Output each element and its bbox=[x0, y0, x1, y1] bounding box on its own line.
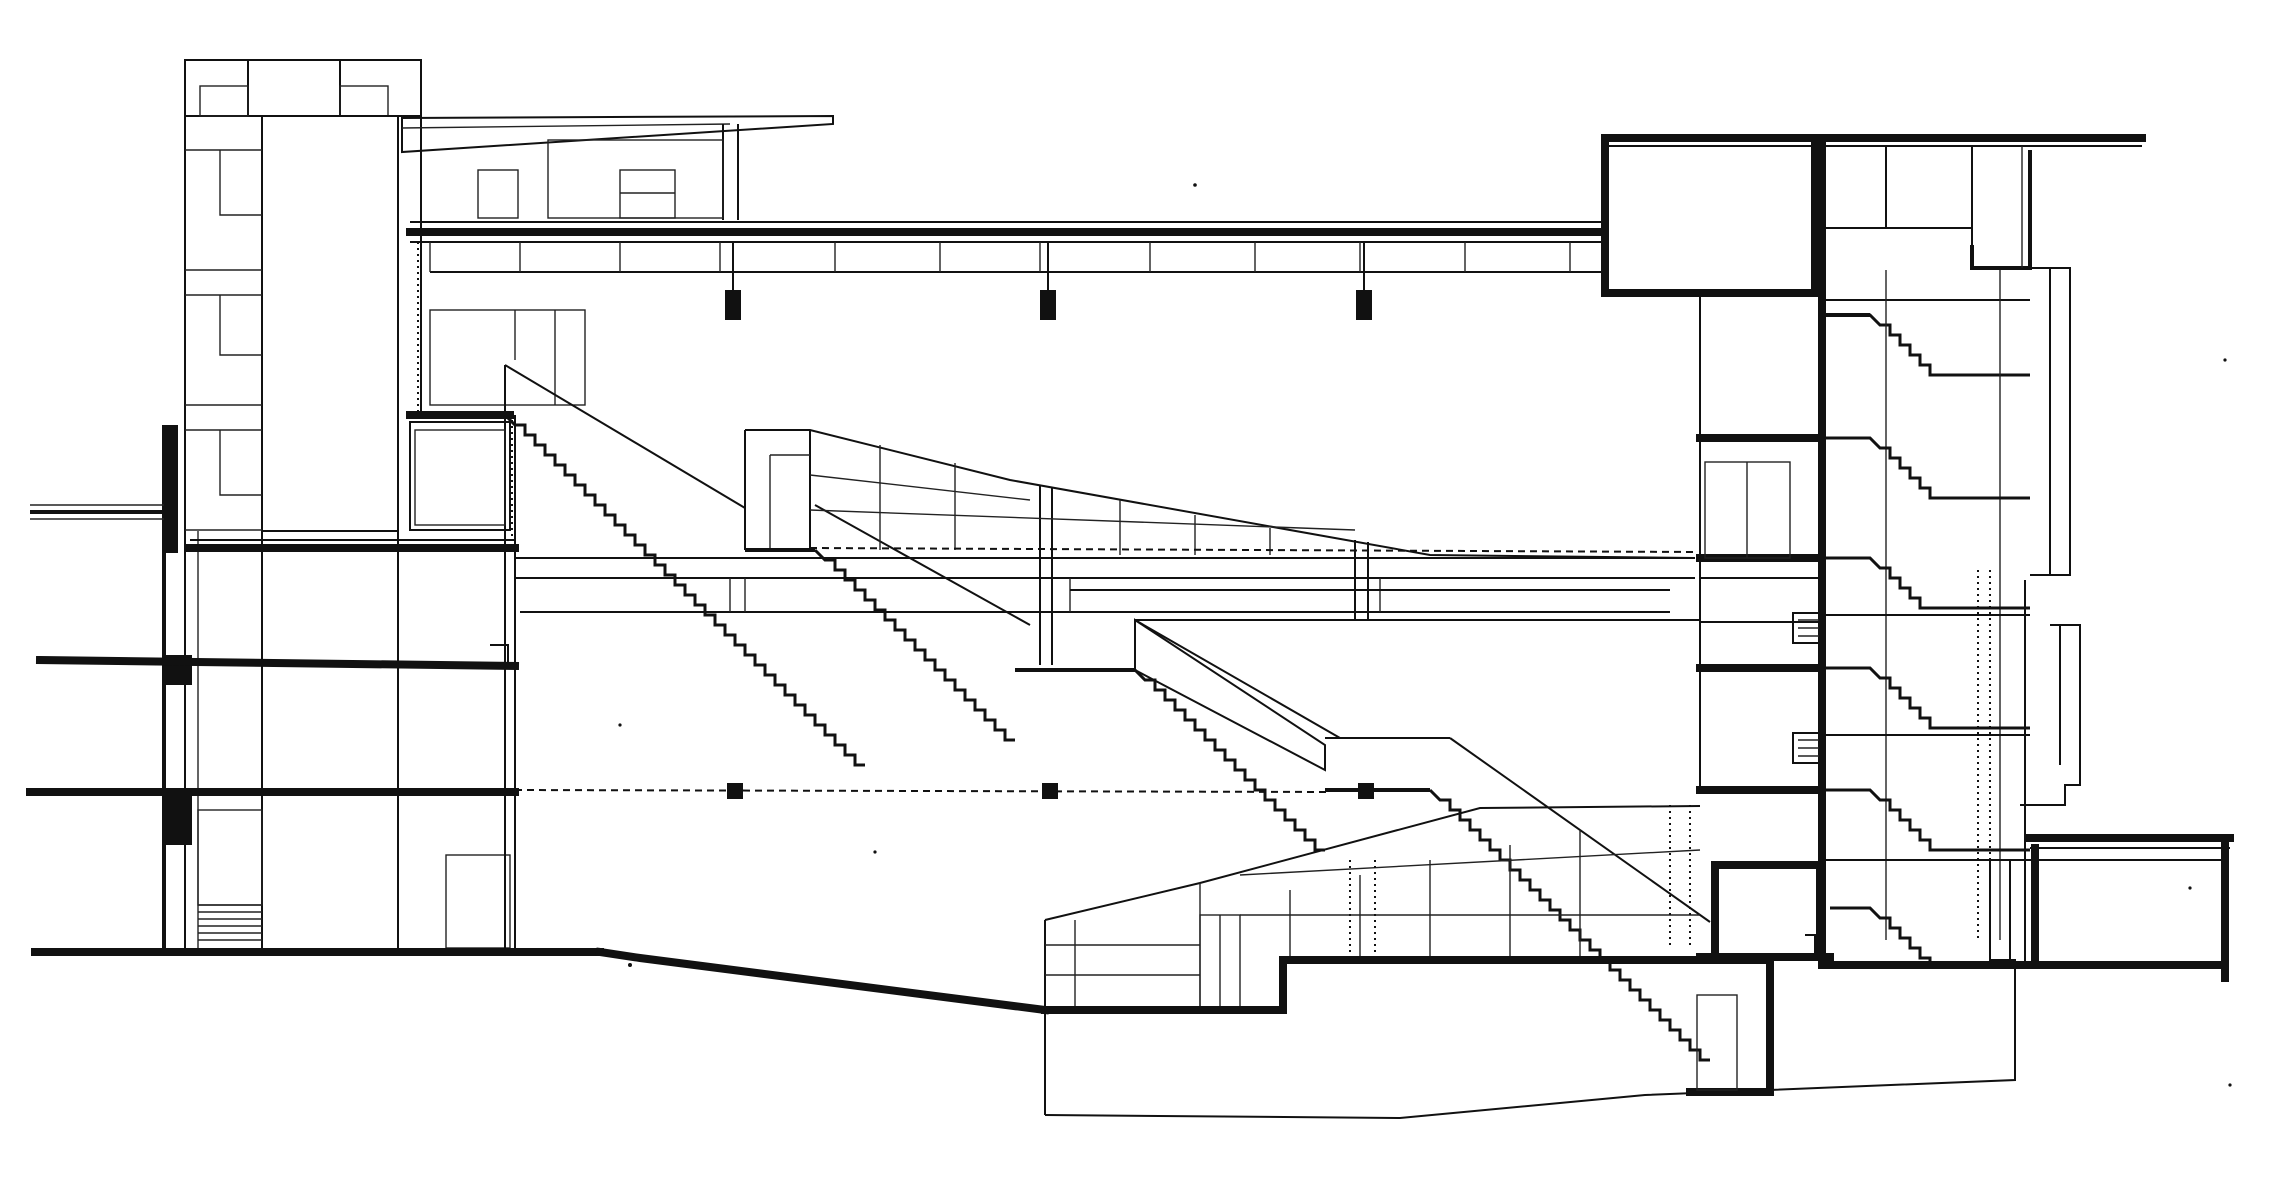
lower-stair bbox=[514, 618, 1711, 1062]
tower-ground-stair bbox=[197, 809, 263, 941]
upper-stair bbox=[503, 364, 1135, 767]
upper-roof bbox=[401, 114, 1609, 320]
left-upper-bays bbox=[406, 242, 586, 540]
central-gallery bbox=[515, 429, 1696, 665]
entry-canopy bbox=[30, 504, 164, 520]
lower-gallery bbox=[595, 805, 2016, 1120]
right-tower bbox=[1601, 134, 2234, 982]
paper-specks bbox=[618, 183, 2232, 1087]
left-block-floors bbox=[26, 415, 604, 956]
right-tower-stairs bbox=[1825, 270, 2030, 965]
seat-marks bbox=[1792, 612, 1820, 764]
left-tower bbox=[162, 59, 511, 949]
